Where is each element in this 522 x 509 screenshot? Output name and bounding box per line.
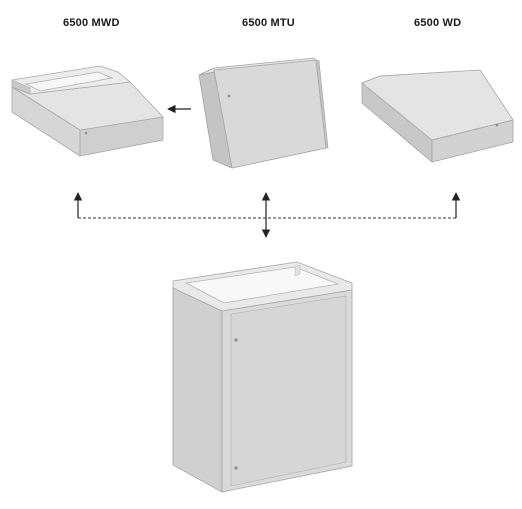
enclosure-6500-wd [361, 69, 514, 163]
enclosure-6500-mtu [198, 57, 329, 169]
base-cabinet [172, 261, 353, 493]
enclosure-6500-mwd [11, 65, 164, 157]
label-6500-wd: 6500 WD [414, 17, 462, 29]
label-6500-mwd: 6500 MWD [63, 17, 120, 29]
connector-arrows [73, 192, 461, 238]
label-6500-mtu: 6500 MTU [242, 17, 295, 29]
